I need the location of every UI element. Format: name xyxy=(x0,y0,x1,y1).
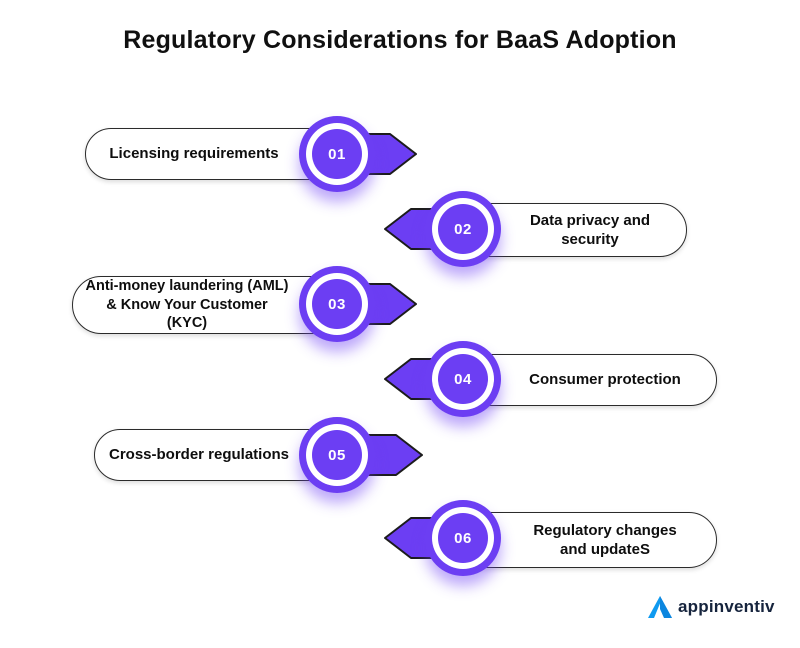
step-label: Consumer protection xyxy=(529,371,681,389)
step-number: 06 xyxy=(454,529,472,547)
step-number-badge: 06 xyxy=(425,500,501,576)
step-number: 01 xyxy=(328,145,346,163)
step-number-badge: 01 xyxy=(299,116,375,192)
step-number: 02 xyxy=(454,220,472,238)
step-number-badge: 03 xyxy=(299,266,375,342)
step-label: Data privacy and security xyxy=(529,211,651,249)
step-label: Licensing requirements xyxy=(109,145,279,163)
step-label-pill: Anti-money laundering (AML) & Know Your … xyxy=(72,276,342,334)
step-number-badge: 02 xyxy=(425,191,501,267)
step-number-badge: 04 xyxy=(425,341,501,417)
step-label: Regulatory changes and updateS xyxy=(533,521,677,559)
brand-name: appinventiv xyxy=(678,597,775,616)
brand-logo: appinventiv xyxy=(648,596,775,618)
step-label: Anti-money laundering (AML) & Know Your … xyxy=(85,277,289,332)
step-number: 03 xyxy=(328,295,346,313)
page-title: Regulatory Considerations for BaaS Adopt… xyxy=(123,26,677,54)
brand-triangle-icon xyxy=(648,596,672,618)
step-number: 04 xyxy=(454,370,472,388)
step-label: Cross-border regulations xyxy=(108,446,290,464)
step-number: 05 xyxy=(328,446,346,464)
step-number-badge: 05 xyxy=(299,417,375,493)
